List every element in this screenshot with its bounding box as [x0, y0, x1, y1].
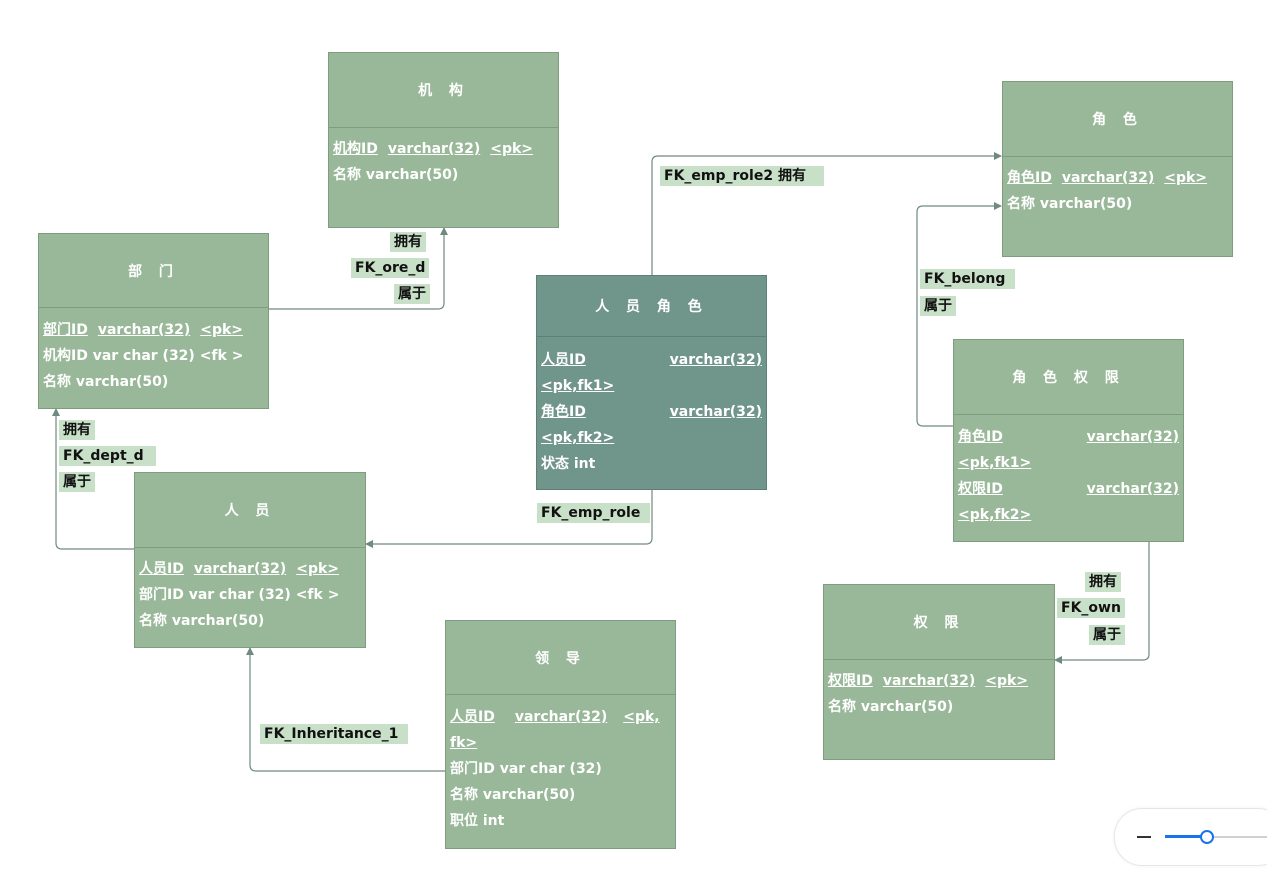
entity-row: 人员ID varchar(32) <pk>: [139, 556, 361, 582]
entity-row: 机构ID var char (32) <fk >: [43, 348, 244, 364]
link-leader-emp: [246, 647, 445, 772]
field-type: varchar(32): [669, 404, 762, 420]
field-name: 人员ID: [541, 352, 586, 368]
entity-row: fk>: [450, 730, 671, 756]
entity-title: 角 色 权 限: [954, 340, 1183, 415]
entity-row: 角色ID varchar(32): [541, 399, 762, 425]
entity-row: 名称 varchar(50): [450, 787, 576, 803]
entity-renyuanjuese[interactable]: 人 员 角 色 人员ID varchar(32) <pk,fk1> 角色ID v…: [536, 275, 767, 490]
field-key: <pk,fk2>: [541, 430, 615, 446]
entity-row: 名称 varchar(50): [139, 613, 265, 629]
entity-row: 部门ID varchar(32) <pk>: [43, 317, 264, 343]
zoom-slider-handle[interactable]: [1200, 830, 1214, 844]
field-key: <pk,fk2>: [958, 507, 1032, 523]
entity-title: 人 员: [135, 473, 365, 548]
entity-row: 部门ID var char (32) <fk >: [139, 587, 340, 603]
entity-row: 人员ID varchar(32) <pk,: [450, 704, 671, 730]
entity-row: 部门ID var char (32): [450, 761, 602, 777]
field-name: 人员ID: [139, 561, 184, 577]
field-name: 机构ID: [333, 141, 378, 157]
zoom-slider-track[interactable]: [1165, 836, 1267, 838]
field-name: 角色ID: [1007, 170, 1052, 186]
entity-bumen[interactable]: 部 门 部门ID varchar(32) <pk> 机构ID var char (3…: [38, 233, 269, 409]
entity-row: <pk,fk2>: [541, 425, 762, 451]
rel-label-fk-emp-role: FK_emp_role: [537, 503, 651, 523]
field-name: 人员ID: [450, 709, 495, 725]
entity-row: <pk,fk1>: [541, 373, 762, 399]
entity-title: 领 导: [446, 621, 675, 695]
field-name: 权限ID: [958, 481, 1003, 497]
entity-title: 角 色: [1003, 82, 1232, 157]
field-type: varchar(32): [97, 322, 191, 338]
field-type: varchar(32): [1086, 481, 1179, 497]
rel-label-shuyu: 属于: [920, 296, 956, 316]
entity-title: 机 构: [329, 53, 558, 128]
rel-label-shuyu: 属于: [394, 284, 430, 304]
entity-title: 权 限: [824, 585, 1054, 660]
entity-title: 部 门: [39, 234, 268, 308]
field-key: <pk,fk1>: [958, 455, 1032, 471]
field-type: varchar(32): [882, 673, 976, 689]
field-type: varchar(32): [1086, 429, 1179, 445]
rel-label-yongyou: 拥有: [1085, 572, 1121, 592]
field-key: <pk,: [623, 709, 660, 725]
field-key: <pk>: [490, 141, 534, 157]
field-name: 权限ID: [828, 673, 873, 689]
entity-row: <pk,fk1>: [958, 450, 1179, 476]
field-key: <pk>: [296, 561, 340, 577]
entity-row: 状态 int: [541, 456, 596, 472]
field-type: varchar(32): [669, 352, 762, 368]
field-name: 角色ID: [958, 429, 1003, 445]
rel-label-shuyu: 属于: [1089, 625, 1125, 645]
rel-label-fk-dept-d: FK_dept_d: [59, 446, 156, 466]
field-name: 角色ID: [541, 404, 586, 420]
entity-juese[interactable]: 角 色 角色ID varchar(32) <pk> 名称 varchar(50): [1002, 81, 1233, 257]
rel-label-yongyou: 拥有: [390, 232, 426, 252]
field-key: <pk,fk1>: [541, 378, 615, 394]
entity-row: 名称 varchar(50): [1007, 196, 1133, 212]
field-key: <pk>: [1164, 170, 1208, 186]
rel-label-fk-emp-role2: FK_emp_role2 拥有: [660, 166, 824, 186]
rel-label-fk-inheritance-1: FK_Inheritance_1: [260, 724, 409, 744]
rel-label-fk-own: FK_own: [1057, 598, 1125, 618]
entity-row: 权限ID varchar(32): [958, 476, 1179, 502]
entity-row: 职位 int: [450, 813, 505, 829]
entity-row: 机构ID varchar(32) <pk>: [333, 136, 554, 162]
entity-row: 名称 varchar(50): [43, 374, 169, 390]
field-key: fk>: [450, 735, 478, 751]
entity-juesequanxian[interactable]: 角 色 权 限 角色ID varchar(32) <pk,fk1> 权限ID v…: [953, 339, 1184, 542]
field-key: <pk>: [985, 673, 1029, 689]
field-name: 部门ID: [43, 322, 88, 338]
entity-row: 名称 varchar(50): [333, 167, 459, 183]
field-type: varchar(32): [193, 561, 287, 577]
entity-jigou[interactable]: 机 构 机构ID varchar(32) <pk> 名称 varchar(50): [328, 52, 559, 228]
entity-row: 角色ID varchar(32) <pk>: [1007, 165, 1228, 191]
entity-row: <pk,fk2>: [958, 502, 1179, 528]
entity-row: 名称 varchar(50): [828, 699, 954, 715]
field-type: varchar(32): [514, 709, 608, 725]
rel-label-fk-ore-d: FK_ore_d: [351, 258, 430, 278]
field-key: <pk>: [200, 322, 244, 338]
entity-renyuan[interactable]: 人 员 人员ID varchar(32) <pk> 部门ID var char (3…: [134, 472, 366, 648]
entity-quanxian[interactable]: 权 限 权限ID varchar(32) <pk> 名称 varchar(50): [823, 584, 1055, 760]
entity-lingdao[interactable]: 领 导 人员ID varchar(32) <pk, fk> 部门ID var cha…: [445, 620, 676, 849]
rel-label-fk-belong: FK_belong: [920, 269, 1016, 289]
rel-label-shuyu: 属于: [59, 472, 95, 492]
entity-row: 角色ID varchar(32): [958, 424, 1179, 450]
entity-row: 权限ID varchar(32) <pk>: [828, 668, 1050, 694]
zoom-slider-fill: [1165, 835, 1207, 838]
entity-title: 人 员 角 色: [537, 276, 766, 337]
field-type: varchar(32): [387, 141, 481, 157]
zoom-out-icon[interactable]: [1137, 836, 1151, 838]
rel-label-yongyou: 拥有: [59, 420, 95, 440]
entity-row: 人员ID varchar(32): [541, 347, 762, 373]
zoom-control: [1114, 808, 1267, 866]
field-type: varchar(32): [1061, 170, 1155, 186]
